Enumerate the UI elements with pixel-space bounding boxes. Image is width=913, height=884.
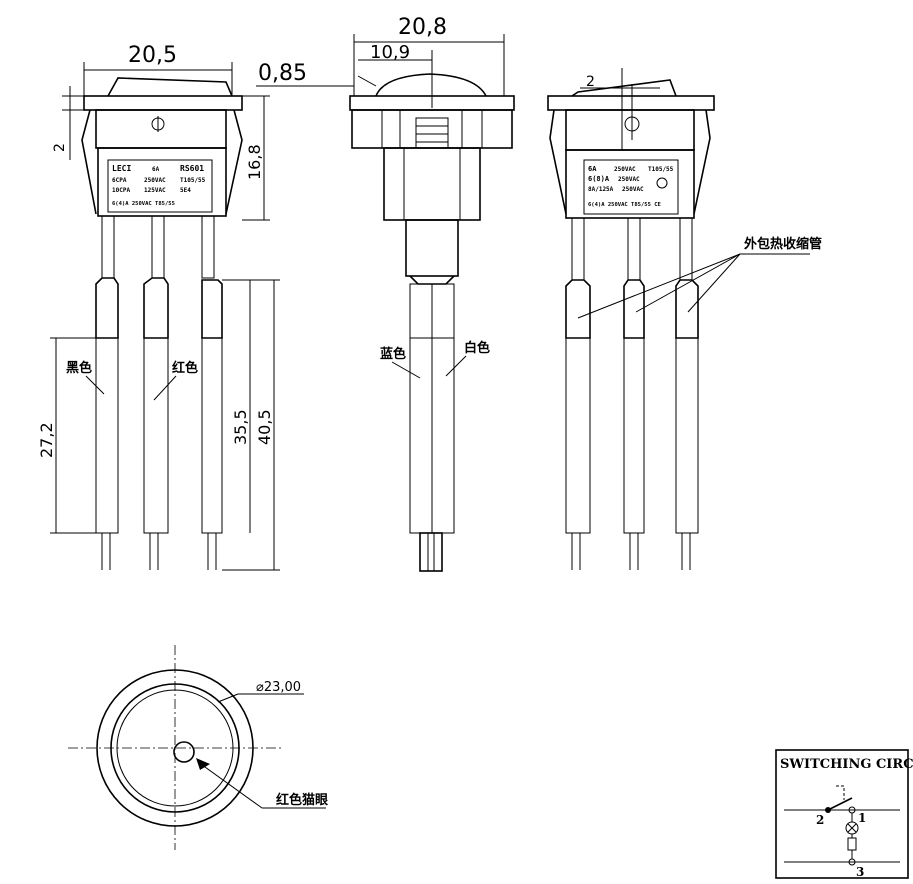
label-blue: 蓝色 [380, 346, 406, 362]
side-wire-blue [409, 337, 433, 534]
red-eye-lamp [173, 741, 195, 763]
dim-wire-35: 35,5 [231, 409, 250, 445]
dim-side-center: 10,9 [370, 42, 410, 63]
dim-wire-40: 40,5 [255, 409, 274, 445]
front-view: LECI 6A RS601 6CPA 250VAC T105/55 10CPA … [37, 43, 280, 571]
svg-text:250VAC: 250VAC [614, 166, 636, 173]
svg-text:125VAC: 125VAC [144, 187, 166, 194]
dim-front-width: 20,5 [128, 43, 177, 68]
label-white: 白色 [464, 340, 490, 356]
svg-text:T105/55: T105/55 [648, 166, 674, 173]
svg-text:RS601: RS601 [180, 164, 204, 173]
dim-diameter: ⌀23,00 [256, 680, 301, 695]
outer-bezel [96, 669, 254, 827]
svg-text:250VAC: 250VAC [622, 186, 644, 193]
svg-text:6A: 6A [588, 165, 597, 173]
left-clip [81, 109, 97, 215]
side-wire-white [431, 337, 455, 534]
dim-front-small: 2 [52, 143, 68, 152]
switching-circuit-box: SWITCHING CIRCUIT 2 1 3 [775, 749, 913, 879]
svg-text:10CPA: 10CPA [112, 187, 130, 194]
dim-back-small: 2 [586, 74, 595, 90]
svg-text:6(4)A 250VAC T85/55 CE: 6(4)A 250VAC T85/55 CE [588, 202, 661, 208]
svg-text:T105/55: T105/55 [180, 177, 206, 184]
round-view: 红色猫眼 ⌀23,00 [68, 645, 329, 850]
plate-brand: LECI [112, 164, 131, 173]
svg-text:250VAC: 250VAC [618, 176, 640, 183]
dim-wire-27: 27,2 [37, 422, 56, 458]
dim-side-width: 20,8 [398, 15, 447, 40]
back-rocker [571, 79, 677, 97]
front-flange [83, 95, 243, 111]
label-heat-shrink: 外包热收缩管 [743, 236, 822, 252]
label-black: 黑色 [66, 360, 92, 376]
side-sleeve [405, 219, 459, 277]
back-rating-plate [583, 159, 679, 215]
front-terminals [101, 215, 215, 279]
front-rating-plate [107, 159, 213, 213]
rocker-cap [107, 77, 233, 97]
svg-text:6A: 6A [152, 166, 160, 173]
side-body-lower [383, 147, 481, 221]
label-red-eye: 红色猫眼 [276, 792, 329, 808]
back-flange [547, 95, 715, 111]
svg-text:6CPA: 6CPA [112, 177, 127, 184]
svg-text:250VAC: 250VAC [144, 177, 166, 184]
circuit-pin-1: 1 [858, 811, 866, 825]
circuit-pin-3: 3 [856, 865, 864, 879]
resistor-icon [847, 837, 857, 851]
side-view: 20,8 10,9 0,85 蓝色 白色 [256, 15, 515, 572]
circuit-title: SWITCHING CIRCUIT [780, 757, 913, 772]
circuit-pin-2: 2 [816, 813, 824, 827]
svg-text:6(4)A 250VAC T85/55: 6(4)A 250VAC T85/55 [112, 201, 175, 207]
front-sleeves [95, 277, 223, 339]
dim-front-height: 16,8 [245, 144, 264, 180]
svg-text:8A/125A: 8A/125A [588, 186, 614, 193]
right-clip [225, 109, 243, 215]
svg-text:6(8)A: 6(8)A [588, 175, 610, 183]
svg-text:5E4: 5E4 [180, 187, 191, 194]
side-rocker [375, 73, 487, 97]
inner-bezel [110, 683, 240, 813]
back-view: 6A 250VAC T105/55 6(8)A 250VAC 8A/125A 2… [547, 68, 822, 570]
front-wires [95, 337, 223, 570]
label-red: 红色 [172, 360, 198, 376]
dim-side-offset: 0,85 [258, 61, 307, 86]
